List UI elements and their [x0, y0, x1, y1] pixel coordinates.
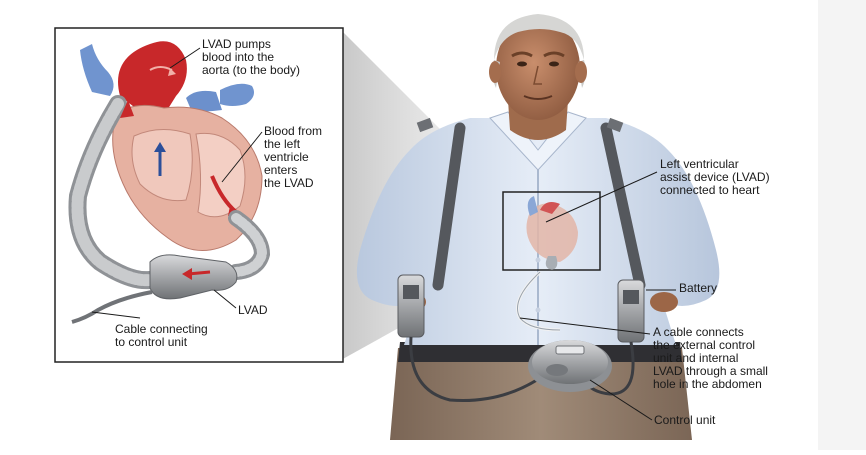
- aorta: [118, 41, 187, 112]
- pants: [390, 348, 692, 440]
- chest-zoom-box: [502, 191, 601, 271]
- label-cable-connecting: Cable connecting to control unit: [115, 322, 208, 349]
- lvad-pump: [71, 254, 238, 324]
- label-control-unit: Control unit: [654, 413, 716, 427]
- control-unit: [528, 340, 612, 392]
- leader-lines: [91, 47, 676, 421]
- label-cable-connects: A cable connects the external control un…: [653, 325, 768, 391]
- lvad-inflow-cannula: [228, 210, 271, 280]
- label-blood-from-ventricle: Blood from the left ventricle enters the…: [264, 124, 323, 190]
- label-lvad-pumps: LVAD pumps blood into the aorta (to the …: [202, 37, 301, 77]
- chest-heart: [526, 196, 578, 270]
- lvad-outflow-graft: [68, 95, 159, 290]
- person-illustration: [356, 14, 720, 440]
- strap-left: [432, 122, 466, 291]
- label-lvad: LVAD: [238, 303, 268, 317]
- battery-left: [397, 274, 425, 338]
- strap-right: [600, 122, 646, 291]
- heart-illustration: [80, 41, 263, 251]
- right-margin-strip: [818, 0, 866, 450]
- label-battery: Battery: [679, 281, 718, 295]
- label-left-ventricular-device: Left ventricular assist device (LVAD) co…: [660, 157, 770, 197]
